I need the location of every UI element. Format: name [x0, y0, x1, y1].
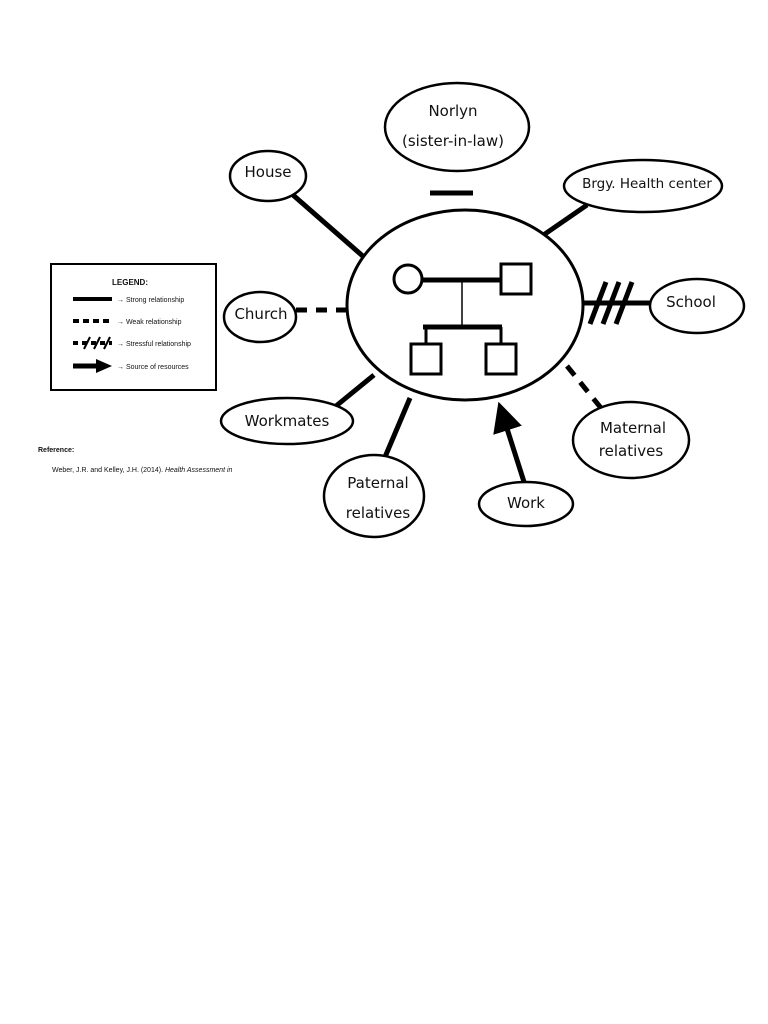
legend-stressful-line [73, 336, 112, 350]
node-paternal-relatives: Paternal relatives [322, 453, 426, 539]
school-label: School [666, 293, 716, 311]
node-house: House [228, 149, 308, 203]
family-circle [345, 208, 585, 402]
workmates-label: Workmates [245, 412, 330, 430]
norlyn-name: Norlyn [428, 102, 477, 120]
reference-citation: Weber, J.R. and Kelley, J.H. (2014). Hea… [52, 467, 233, 474]
legend-resources-text: → Source of resources [117, 364, 189, 371]
paternal-line1: Paternal [347, 474, 408, 492]
legend-box: LEGEND: → Strong relationship → Weak rel… [50, 263, 217, 391]
connector-house [291, 193, 367, 260]
node-school: School [648, 277, 746, 335]
maternal-line1: Maternal [600, 419, 666, 437]
connector-paternal [382, 397, 413, 458]
arrow-work-to-family [493, 401, 528, 486]
paternal-line2: relatives [346, 504, 411, 522]
norlyn-relation: (sister-in-law) [402, 132, 504, 150]
node-workmates: Workmates [219, 396, 355, 446]
maternal-line2: relatives [599, 442, 664, 460]
reference-book: Health Assessment in [165, 467, 233, 474]
child-male-symbol-1 [409, 342, 443, 376]
work-label: Work [507, 494, 545, 512]
legend-strong-text: → Strong relationship [117, 297, 184, 304]
reference-title: Reference: [38, 447, 74, 454]
node-norlyn: Norlyn (sister-in-law) [383, 81, 531, 173]
legend-resources-arrow [73, 359, 112, 373]
node-work: Work [477, 480, 575, 528]
legend-stressful-text: → Stressful relationship [117, 341, 191, 348]
child-male-symbol-2 [484, 342, 518, 376]
node-maternal-relatives: Maternal relatives [571, 400, 691, 480]
reference-authors: Weber, J.R. and Kelley, J.H. (2014). [52, 467, 165, 474]
legend-weak-text: → Weak relationship [117, 319, 182, 326]
male-symbol [499, 262, 533, 296]
connector-health-center [540, 202, 589, 239]
health-center-label: Brgy. Health center [582, 176, 712, 192]
node-church: Church [222, 290, 298, 344]
connector-workmates [334, 373, 376, 408]
church-label: Church [234, 305, 287, 323]
node-health-center: Brgy. Health center [562, 158, 724, 214]
family-genogram [392, 262, 533, 376]
legend-title: LEGEND: [112, 278, 148, 287]
house-label: House [244, 163, 291, 181]
connector-maternal [565, 364, 603, 410]
stress-marks-school [587, 281, 635, 325]
female-symbol [392, 263, 424, 295]
